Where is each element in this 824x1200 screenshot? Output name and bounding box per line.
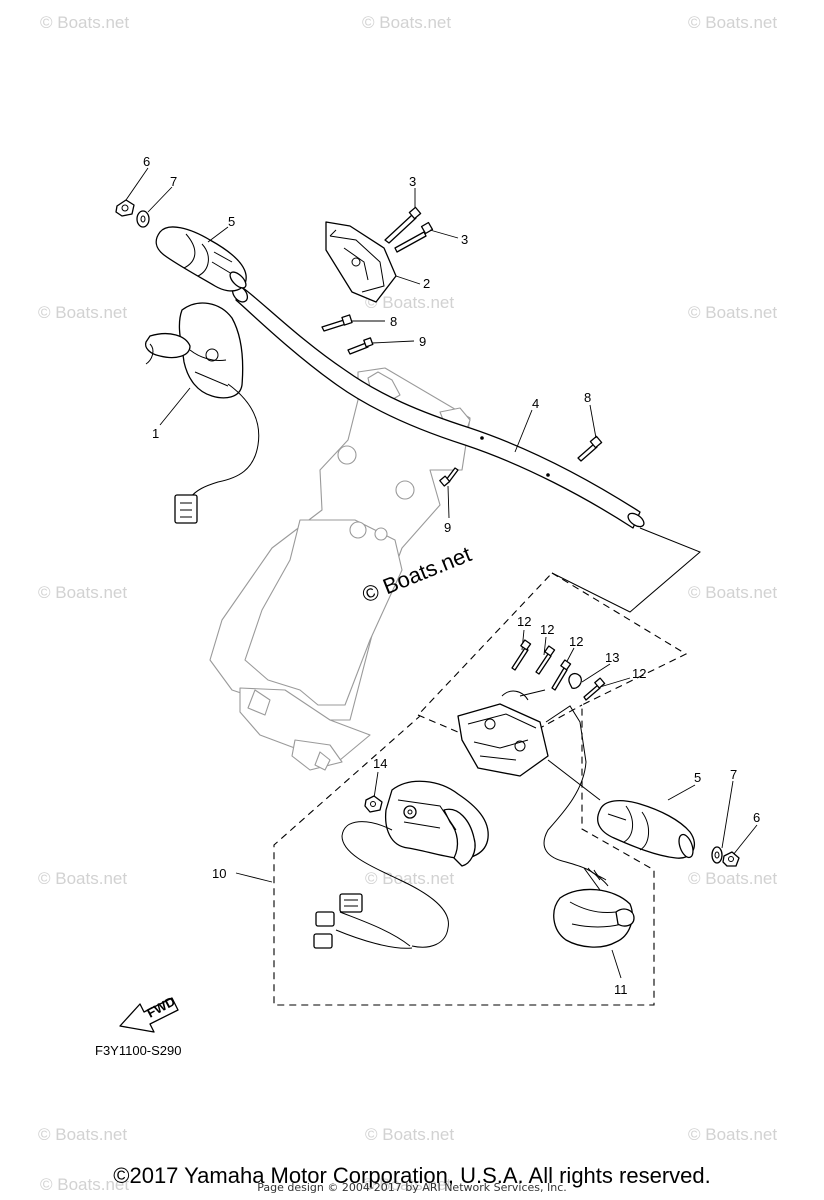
throttle-lever-assembly [384,780,489,867]
watermark: © Boats.net [38,583,127,602]
callout-7: 7 [730,767,737,782]
watermark: © Boats.net [365,1125,454,1144]
callout-6: 6 [753,810,760,825]
watermark: © Boats.net [362,13,451,32]
watermark: © Boats.net [40,1175,129,1194]
callout-12: 12 [517,614,531,629]
alignment-line [551,527,701,613]
callout-5: 5 [694,770,701,785]
nut-14 [364,795,383,813]
watermark-layer: © Boats.net © Boats.net © Boats.net © Bo… [38,13,777,1194]
watermark: © Boats.net [38,303,127,322]
nut-right [722,851,740,867]
throttle-bracket-right [457,689,601,881]
watermark: © Boats.net [38,1125,127,1144]
callout-14: 14 [373,756,387,771]
screw-8-right [577,435,603,462]
callout-5: 5 [228,214,235,229]
screw-12-d [583,677,606,701]
callout-8: 8 [390,314,397,329]
clip-13 [568,672,582,689]
watermark: © Boats.net [365,293,454,312]
callout-9: 9 [419,334,426,349]
nut-left [115,199,135,217]
switch-housing [325,221,397,303]
screw-12-c [551,659,572,691]
reference-code: F3Y1100-S290 [95,1043,182,1058]
lanyard-switch-cover [553,867,635,948]
watermark: © Boats.net [688,1125,777,1144]
callout-9: 9 [444,520,451,535]
screw-3-lower [394,221,434,253]
washer-left [136,210,150,228]
watermark: © Boats.net [688,869,777,888]
screw-12-b [535,645,556,675]
callout-4: 4 [532,396,539,411]
watermark: © Boats.net [688,303,777,322]
callout-11: 11 [614,982,628,997]
page-design-credit: Page design © 2004-2017 by ARI Network S… [257,1181,567,1194]
watermark: © Boats.net [688,13,777,32]
steering-column [209,367,471,771]
callout-12: 12 [632,666,646,681]
watermark: © Boats.net [38,869,127,888]
callout-8: 8 [584,390,591,405]
washer-right [711,846,723,864]
grip-right [597,799,695,859]
screw-3-upper [384,206,422,244]
screw-8-upper [321,314,353,332]
callout-10: 10 [212,866,226,881]
screw-9-upper [347,337,374,355]
throttle-assembly-left [144,302,260,524]
callout-3: 3 [409,174,416,189]
watermark: © Boats.net [688,583,777,602]
callout-12: 12 [540,622,554,637]
callout-2: 2 [423,276,430,291]
callout-13: 13 [605,650,619,665]
fwd-arrow: FWD [119,994,179,1033]
callout-7: 7 [170,174,177,189]
callout-6: 6 [143,154,150,169]
copyright-notice: ©2017 Yamaha Motor Corporation, U.S.A. A… [113,1163,711,1188]
grip-left [155,226,247,292]
leader-lines [125,167,758,979]
callout-12: 12 [569,634,583,649]
callout-layer: 6 7 5 3 3 2 8 9 1 4 8 9 12 12 12 13 12 1… [143,154,760,997]
watermark: © Boats.net [40,13,129,32]
callout-3: 3 [461,232,468,247]
callout-1: 1 [152,426,159,441]
watermark: © Boats.net [362,1175,451,1194]
wiring-harness [313,821,449,949]
screw-12-a [511,639,532,671]
screw-9-right [439,467,459,487]
